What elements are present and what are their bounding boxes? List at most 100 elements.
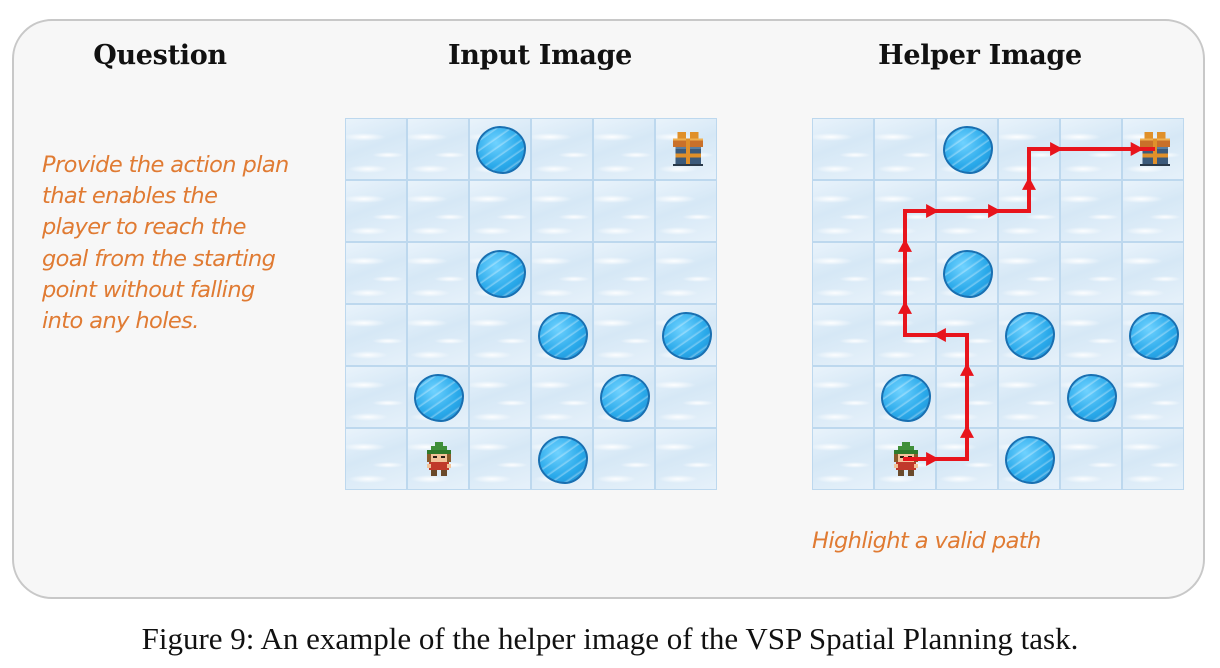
ice-hole-icon [1005,436,1055,484]
path-arrowhead [926,204,940,218]
ice-cell [874,366,936,428]
ice-cell [655,304,717,366]
ice-hole-icon [600,374,650,422]
ice-cell [655,118,717,180]
ice-cell [407,118,469,180]
path-arrowhead [960,362,974,376]
question-line: into any holes. [42,308,199,335]
ice-cell [593,180,655,242]
ice-cell [1122,428,1184,490]
ice-cell [812,428,874,490]
question-text: Provide the action plan that enables the… [42,150,342,337]
question-line: player to reach the [42,214,246,241]
ice-cell [593,242,655,304]
path-arrowhead [960,424,974,438]
ice-cell [1060,366,1122,428]
ice-hole-icon [943,126,993,174]
ice-cell [812,118,874,180]
ice-cell [1122,180,1184,242]
path-arrowhead [1022,176,1036,190]
helper-image-grid [812,118,1184,490]
ice-cell [936,118,998,180]
ice-cell [407,366,469,428]
ice-cell [469,180,531,242]
question-line: that enables the [42,183,218,210]
question-line: goal from the starting [42,245,276,272]
elf-player-icon [423,442,455,478]
ice-cell [1060,180,1122,242]
ice-cell [407,304,469,366]
ice-cell [407,180,469,242]
ice-cell [407,428,469,490]
input-image-grid [345,118,717,490]
ice-cell [874,118,936,180]
path-arrowhead [1050,142,1064,156]
ice-cell [469,304,531,366]
ice-cell [345,180,407,242]
question-heading: Question [93,40,227,71]
figure-caption: Figure 9: An example of the helper image… [141,621,1079,656]
ice-cell [593,304,655,366]
ice-cell [531,304,593,366]
helper-image-heading: Helper Image [878,40,1082,71]
ice-hole-icon [943,250,993,298]
ice-cell [1060,304,1122,366]
ice-cell [531,118,593,180]
ice-hole-icon [662,312,712,360]
ice-cell [812,180,874,242]
ice-cell [1122,242,1184,304]
ice-cell [812,242,874,304]
ice-cell [655,180,717,242]
ice-hole-icon [476,126,526,174]
ice-hole-icon [538,436,588,484]
path-annotation: Highlight a valid path [812,528,1041,554]
ice-cell [531,242,593,304]
ice-cell [469,366,531,428]
question-line: Provide the action plan [42,152,289,178]
path-arrowhead [988,204,1002,218]
ice-cell [936,242,998,304]
ice-cell [345,428,407,490]
input-image-heading: Input Image [447,40,633,71]
ice-cell [812,304,874,366]
path-arrowhead [898,300,912,314]
path-arrowhead [926,452,940,466]
ice-cell [1060,242,1122,304]
ice-cell [469,118,531,180]
ice-hole-icon [476,250,526,298]
ice-cell [812,366,874,428]
ice-cell [998,304,1060,366]
ice-hole-icon [1129,312,1179,360]
gift-box-icon [671,132,703,168]
ice-cell [345,366,407,428]
ice-cell [1060,428,1122,490]
ice-hole-icon [538,312,588,360]
ice-cell [655,366,717,428]
ice-hole-icon [881,374,931,422]
path-arrowhead [898,238,912,252]
ice-cell [1122,304,1184,366]
ice-cell [655,242,717,304]
ice-cell [345,242,407,304]
ice-hole-icon [1067,374,1117,422]
ice-hole-icon [1005,312,1055,360]
ice-cell [998,428,1060,490]
ice-cell [998,366,1060,428]
ice-cell [469,428,531,490]
question-line: point without falling [42,276,255,303]
ice-cell [655,428,717,490]
ice-cell [593,366,655,428]
ice-hole-icon [414,374,464,422]
ice-cell [998,242,1060,304]
ice-cell [1122,366,1184,428]
path-arrowhead [1130,142,1144,156]
ice-cell [531,180,593,242]
ice-cell [345,118,407,180]
ice-cell [531,366,593,428]
ice-cell [593,118,655,180]
ice-cell [345,304,407,366]
ice-cell [407,242,469,304]
ice-cell [531,428,593,490]
path-arrowhead [932,328,946,342]
helper-path-overlay [898,142,1155,466]
